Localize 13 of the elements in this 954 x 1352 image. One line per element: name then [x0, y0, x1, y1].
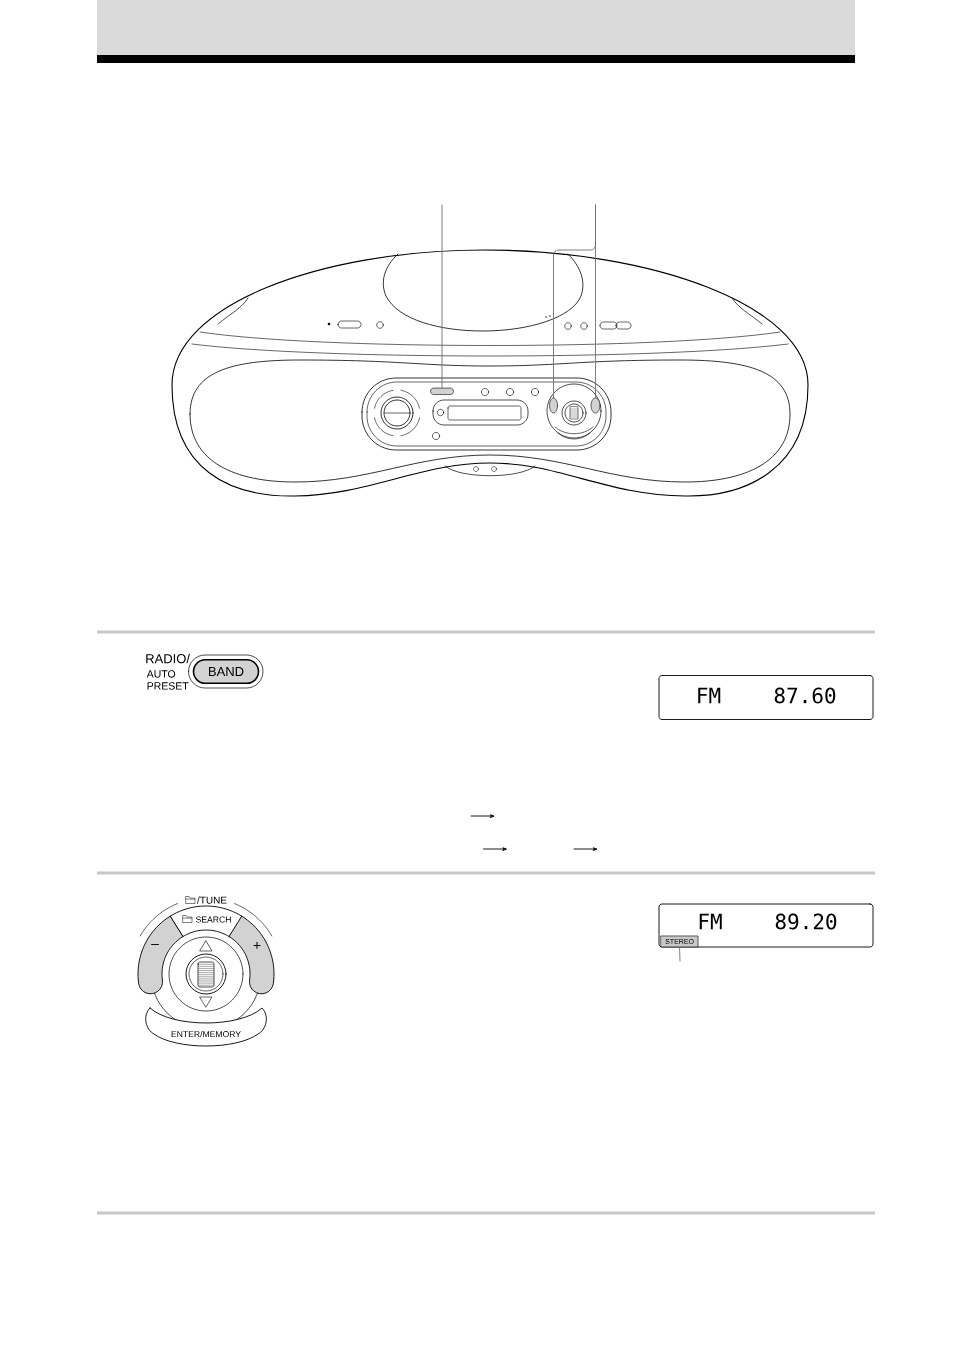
minus-button: –: [137, 915, 184, 995]
lcd-display: FM 87.60: [658, 675, 874, 720]
button: [430, 387, 454, 395]
control-label: /TUNE: [197, 896, 227, 904]
leader-line: [679, 946, 681, 962]
minus-button: [549, 397, 558, 414]
leader-line: [441, 204, 443, 389]
search-button: SEARCH: [169, 905, 243, 938]
button-label: AUTO PRESET: [146, 670, 189, 690]
plus-button: [590, 397, 601, 414]
button-label: RADIO/: [146, 653, 190, 664]
leader-line: [595, 204, 596, 399]
enter-button: ENTER/MEMORY: [145, 1007, 267, 1047]
